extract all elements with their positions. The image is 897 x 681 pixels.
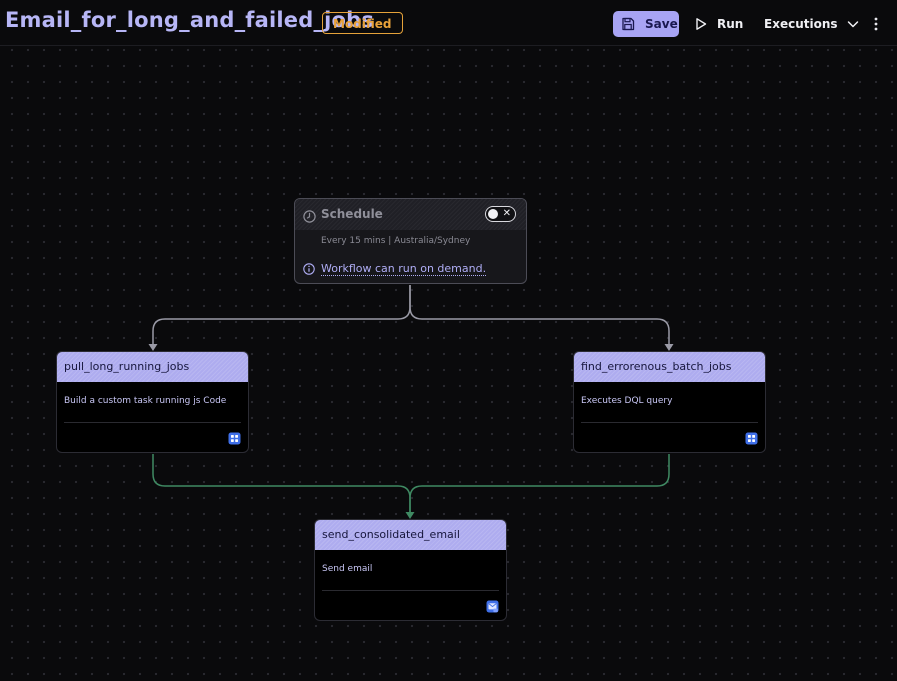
task-divider [581, 422, 758, 423]
run-label: Run [717, 17, 744, 31]
clock-icon [303, 208, 316, 223]
header-bar: Email_for_long_and_failed_jobs Modified … [0, 0, 897, 46]
chevron-down-icon [847, 18, 859, 30]
task-node-find-errorenous-batch-jobs[interactable]: find_errorenous_batch_jobs Executes DQL … [573, 351, 766, 453]
save-icon [621, 17, 635, 31]
app-grid-icon [228, 432, 241, 445]
task-divider [322, 590, 499, 591]
task-title: pull_long_running_jobs [64, 360, 190, 373]
info-text: Workflow can run on demand. [321, 262, 487, 275]
save-label: Save [645, 17, 678, 31]
app-grid-icon [745, 432, 758, 445]
task-description: Send email [322, 564, 373, 574]
run-button[interactable]: Run [690, 11, 743, 37]
task-divider [64, 422, 241, 423]
arrowhead-pull [148, 344, 158, 351]
task-description: Executes DQL query [581, 396, 673, 406]
task-title: send_consolidated_email [322, 528, 460, 541]
trigger-title: Schedule [321, 207, 383, 221]
task-title: find_errorenous_batch_jobs [581, 360, 732, 373]
schedule-trigger-node[interactable]: Schedule ✕ Every 15 mins | Australia/Syd… [294, 198, 527, 284]
email-app-icon [486, 600, 499, 613]
toggle-knob [488, 209, 498, 219]
toggle-off-icon: ✕ [502, 208, 511, 219]
executions-label: Executions [764, 17, 838, 31]
task-node-pull-long-running-jobs[interactable]: pull_long_running_jobs Build a custom ta… [56, 351, 249, 453]
save-button[interactable]: Save [613, 11, 679, 37]
more-vertical-icon [874, 17, 878, 31]
edge-find-to-send [409, 454, 670, 514]
edge-schedule-to-pull [152, 285, 411, 346]
task-header: send_consolidated_email [315, 520, 506, 550]
task-header: find_errorenous_batch_jobs [574, 352, 765, 382]
task-header: pull_long_running_jobs [57, 352, 248, 382]
edge-schedule-to-find [409, 285, 670, 346]
status-badge: Modified [322, 12, 403, 34]
task-description: Build a custom task running js Code [64, 396, 227, 406]
schedule-text: Every 15 mins | Australia/Sydney [321, 236, 471, 246]
schedule-toggle[interactable]: ✕ [485, 206, 516, 222]
executions-dropdown[interactable]: Executions [764, 11, 859, 37]
run-on-demand-info[interactable]: Workflow can run on demand. [303, 262, 486, 275]
play-icon [694, 17, 708, 31]
edge-pull-to-send [152, 454, 411, 514]
arrowhead-send [405, 512, 415, 519]
workflow-title[interactable]: Email_for_long_and_failed_jobs [5, 8, 375, 32]
more-options-button[interactable] [868, 13, 884, 35]
task-node-send-consolidated-email[interactable]: send_consolidated_email Send email [314, 519, 507, 621]
info-icon [303, 262, 315, 275]
arrowhead-find [664, 344, 674, 351]
trigger-header: Schedule ✕ [295, 199, 526, 230]
